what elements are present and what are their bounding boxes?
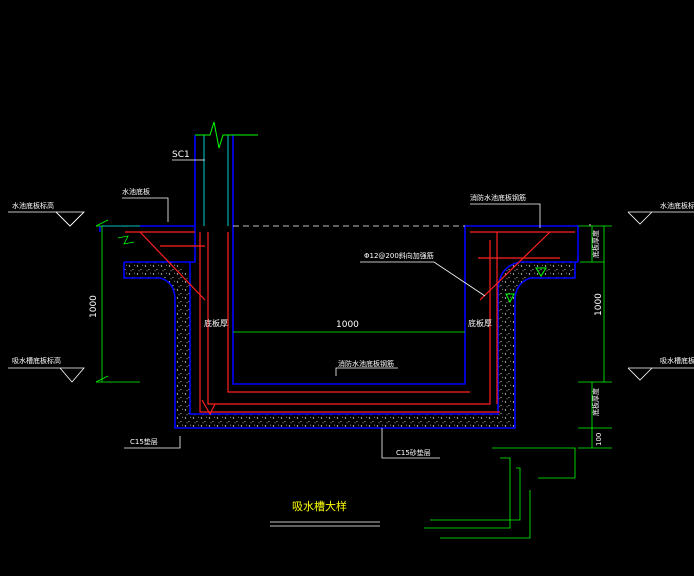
rebar-lines	[125, 231, 575, 416]
vert-right-top-label: 底板厚度	[591, 230, 600, 258]
waterproof-left-label: 水池底板	[122, 187, 150, 196]
waterproof-right-label: 消防水池底板钢筋	[470, 193, 526, 202]
vert-right-bottom-label: 底板厚度	[591, 388, 600, 416]
sc1-label: SC1	[172, 150, 190, 160]
slab-thickness-left: 底板厚	[204, 318, 228, 328]
elevation-marks	[8, 159, 694, 459]
slab-thickness-right: 底板厚	[468, 318, 492, 328]
sump-elevation-right: 吸水槽底板标高	[660, 356, 694, 365]
break-mark	[195, 121, 258, 149]
c15-cushion	[124, 262, 575, 428]
drawing-title: 吸水槽大样	[292, 499, 347, 513]
dim-left-height: 1000	[89, 295, 99, 318]
water-level-mark	[505, 267, 547, 304]
dim-bottom-cushion: 100	[595, 433, 603, 446]
rebar-note-label: Φ12@200斜向加强筋	[364, 251, 434, 260]
wall-rebar	[203, 135, 229, 226]
dim-right-height: 1000	[594, 293, 604, 316]
floor-elevation-left: 水池底板标高	[12, 201, 54, 210]
dimension-lines	[95, 219, 612, 539]
left-break	[117, 235, 135, 245]
floor-elevation-right: 水池底板标高	[660, 201, 694, 210]
c15-bottom-label: C15砂垫层	[396, 448, 431, 457]
sump-elevation-left: 吸水槽底板标高	[12, 356, 61, 365]
inner-rebar-label: 消防水池底板钢筋	[338, 359, 394, 368]
dim-inner-width: 1000	[336, 320, 359, 330]
c15-left-label: C15垫层	[130, 437, 158, 446]
concrete-outline	[99, 135, 579, 429]
